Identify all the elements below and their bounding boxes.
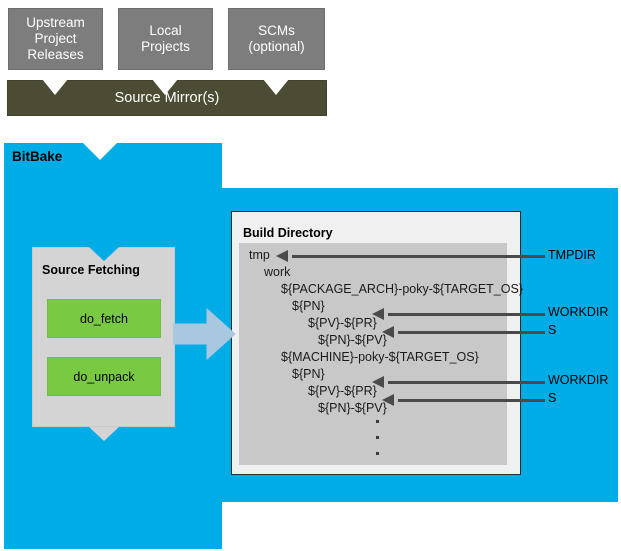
source-box-scms-optional: SCMs (optional) [228,8,325,70]
source-mirrors-label: Source Mirror(s) [114,90,220,106]
tree-node: ${PN}-${PV} [318,333,387,347]
tree-node: tmp [249,248,270,262]
task-label: do_unpack [73,369,135,384]
task-do-fetch[interactable]: do_fetch [47,299,161,338]
task-do-unpack[interactable]: do_unpack [47,357,161,396]
annotation-line-s-1 [398,331,545,334]
annotation-arrowhead-workdir-2-icon [372,376,384,388]
build-directory-tree-area [239,243,507,465]
source-fetching-title: Source Fetching [42,263,140,277]
annotation-label-s-2: S [548,391,557,405]
annotation-line-workdir-2 [388,381,545,384]
bitbake-label: BitBake [12,149,63,164]
ellipsis-dot [376,420,379,423]
annotation-arrowhead-workdir-1-icon [372,308,384,320]
annotation-label-workdir-1: WORKDIR [548,305,609,319]
fetch-to-builddir-arrow-icon [173,307,235,361]
source-box-local-projects: Local Projects [118,8,213,70]
flow-notch-scms-icon [263,79,289,95]
annotation-line-s-2 [398,399,545,402]
ellipsis-dot [376,452,379,455]
annotation-arrowhead-s-1-icon [382,326,394,338]
annotation-arrowhead-tmpdir-icon [276,250,288,262]
tree-node: ${PN} [292,367,325,381]
tree-node: ${MACHINE}-poky-${TARGET_OS} [281,350,479,364]
task-label: do_fetch [80,311,128,326]
bitbake-inflow-notch [83,143,117,160]
annotation-line-tmpdir [292,255,545,258]
bitbake-region-bottom [4,500,222,549]
source-box-label: Upstream Project Releases [26,15,85,62]
ellipsis-dot [376,436,379,439]
annotation-label-tmpdir: TMPDIR [548,248,596,262]
source-box-label: SCMs (optional) [248,23,305,54]
tree-node: ${PN} [292,299,325,313]
flow-notch-upstream-icon [42,79,68,95]
mirror-to-bitbake-arrow-icon [82,116,118,134]
fetch-inflow-notch-icon [89,247,119,261]
fetch-outflow-notch-icon [89,427,119,441]
tree-node: ${PACKAGE_ARCH}-poky-${TARGET_OS} [281,282,523,296]
annotation-line-workdir-1 [388,313,545,316]
annotation-arrowhead-s-2-icon [382,394,394,406]
tree-node: ${PV}-${PR} [308,384,377,398]
source-box-upstream-project-releases: Upstream Project Releases [8,8,103,70]
build-directory-title: Build Directory [243,226,333,240]
source-box-label: Local Projects [141,23,190,54]
tree-node: ${PV}-${PR} [308,316,377,330]
tree-node: work [264,265,291,279]
tree-node: ${PN}-${PV} [318,401,387,415]
annotation-label-workdir-2: WORKDIR [548,373,609,387]
flow-notch-local-icon [152,79,178,95]
annotation-label-s-1: S [548,323,557,337]
